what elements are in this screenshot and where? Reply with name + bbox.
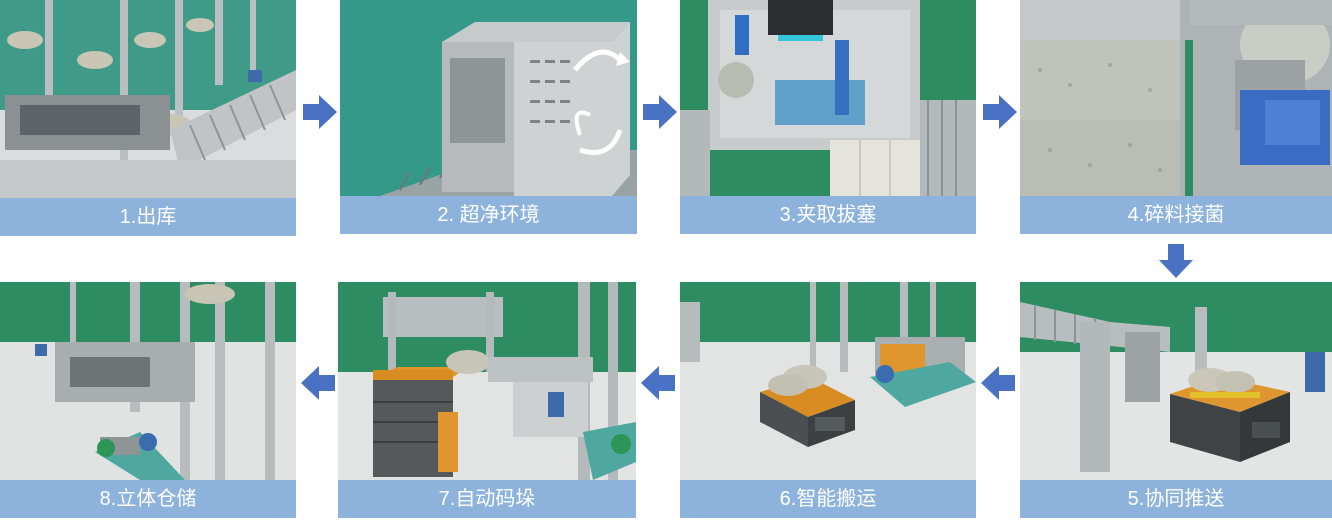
- step-5-caption: 5.协同推送: [1020, 480, 1332, 518]
- step-4-scene-image: [1020, 0, 1332, 196]
- arrow-right-icon: [303, 95, 337, 129]
- arrow-left-icon: [641, 366, 675, 400]
- arrow-left-icon: [301, 366, 335, 400]
- step-5-panel: 5.协同推送: [1020, 282, 1332, 520]
- step-4-caption: 4.碎料接菌: [1020, 196, 1332, 234]
- step-5-scene-image: [1020, 282, 1332, 480]
- step-8-scene-image: [0, 282, 296, 480]
- step-3-panel: 3.夹取拔塞: [680, 0, 976, 236]
- step-6-scene-image: [680, 282, 976, 480]
- step-6-panel: 6.智能搬运: [680, 282, 976, 520]
- step-1-panel: 1.出库: [0, 0, 296, 236]
- step-1-scene-image: [0, 0, 296, 198]
- step-6-caption: 6.智能搬运: [680, 480, 976, 518]
- step-2-caption: 2. 超净环境: [340, 196, 637, 234]
- step-3-scene-image: [680, 0, 976, 196]
- step-8-caption: 8.立体仓储: [0, 480, 296, 518]
- step-2-scene-image: [340, 0, 637, 196]
- step-4-panel: 4.碎料接菌: [1020, 0, 1332, 236]
- step-1-caption: 1.出库: [0, 198, 296, 236]
- step-2-panel: 2. 超净环境: [340, 0, 637, 236]
- arrow-down-icon: [1159, 244, 1193, 278]
- step-8-panel: 8.立体仓储: [0, 282, 296, 520]
- arrow-right-icon: [983, 95, 1017, 129]
- step-7-caption: 7.自动码垛: [338, 480, 636, 518]
- step-7-scene-image: [338, 282, 636, 480]
- arrow-left-icon: [981, 366, 1015, 400]
- step-7-panel: 7.自动码垛: [338, 282, 636, 520]
- arrow-right-icon: [643, 95, 677, 129]
- step-3-caption: 3.夹取拔塞: [680, 196, 976, 234]
